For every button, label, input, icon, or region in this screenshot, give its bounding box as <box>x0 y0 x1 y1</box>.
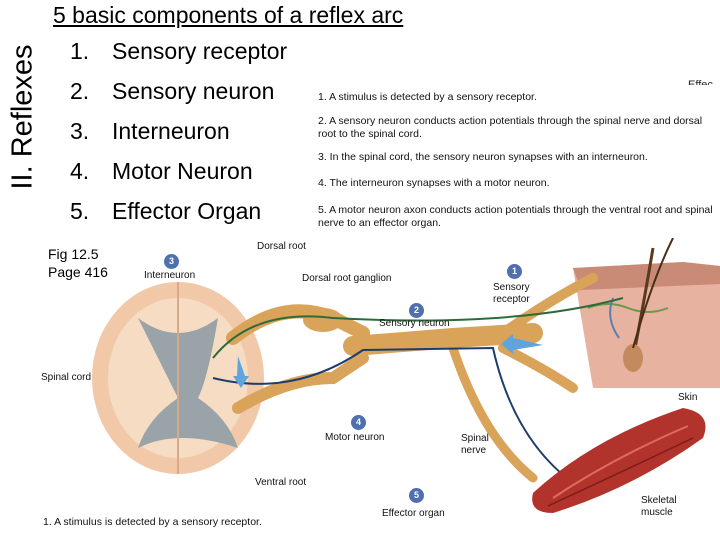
label-skin: Skin <box>678 392 698 403</box>
legend-item: 5. A motor neuron axon conducts action p… <box>318 204 713 229</box>
label-motor-neuron: Motor neuron <box>325 432 385 443</box>
label-dorsal-root-ganglion: Dorsal root ganglion <box>302 273 392 284</box>
label-sensory-receptor: receptor <box>493 294 530 305</box>
side-title-text: II. Reflexes <box>6 44 39 190</box>
side-title: II. Reflexes <box>0 0 46 235</box>
reflex-arc-figure: Fig 12.5 Page 416 Dorsal root Interneuro… <box>33 238 720 540</box>
skeletal-muscle <box>532 408 706 513</box>
legend-item: 1. A stimulus is detected by a sensory r… <box>318 91 537 103</box>
component-label: Sensory neuron <box>112 78 275 104</box>
spinal-cord <box>92 282 264 474</box>
slide-heading: 5 basic components of a reflex arc <box>53 2 404 28</box>
component-item: 4.Motor Neuron <box>70 158 287 198</box>
component-item: 5.Effector Organ <box>70 198 287 238</box>
label-effector-organ: Effector organ <box>382 508 445 519</box>
component-label: Sensory receptor <box>112 38 288 64</box>
figure-bottom-caption: 1. A stimulus is detected by a sensory r… <box>43 516 262 528</box>
motor-neuron-path <box>212 346 574 484</box>
step-badge-3: 3 <box>164 254 179 269</box>
step-badge-4: 4 <box>351 415 366 430</box>
component-label: Motor Neuron <box>112 158 253 184</box>
sensory-neuron-path <box>212 297 624 359</box>
component-item: 3.Interneuron <box>70 118 287 158</box>
legend-item: 2. A sensory neuron conducts action pote… <box>318 115 703 140</box>
reflex-arc-illustration <box>92 238 720 513</box>
component-item: 2.Sensory neuron <box>70 78 287 118</box>
nerve-bundle <box>226 273 598 483</box>
component-item: 1.Sensory receptor <box>70 38 287 78</box>
label-skeletal-muscle: Skeletal <box>641 495 677 506</box>
component-label: Interneuron <box>112 118 230 144</box>
component-label: Effector Organ <box>112 198 262 224</box>
label-spinal-cord: Spinal cord <box>41 372 92 383</box>
label-interneuron: Interneuron <box>144 270 196 281</box>
signal-arrows <box>233 334 543 388</box>
component-list: 1.Sensory receptor 2.Sensory neuron 3.In… <box>70 38 287 238</box>
label-spinal-nerve: nerve <box>461 445 487 456</box>
label-dorsal-root: Dorsal root <box>257 241 306 252</box>
label-skeletal-muscle: muscle <box>641 507 673 518</box>
label-sensory-neuron: Sensory neuron <box>379 318 450 329</box>
label-sensory-receptor: Sensory <box>493 282 530 293</box>
label-spinal-nerve: Spinal <box>461 433 489 444</box>
legend-panel: 1. A stimulus is detected by a sensory r… <box>316 85 716 232</box>
step-badge-5: 5 <box>409 488 424 503</box>
legend-item: 3. In the spinal cord, the sensory neuro… <box>318 151 648 163</box>
step-badge-2: 2 <box>409 303 424 318</box>
step-badge-1: 1 <box>507 264 522 279</box>
legend-item: 4. The interneuron synapses with a motor… <box>318 177 550 189</box>
figure-caption: Fig 12.5 Page 416 <box>48 246 108 280</box>
label-ventral-root: Ventral root <box>255 477 307 488</box>
skin-block <box>573 238 720 388</box>
